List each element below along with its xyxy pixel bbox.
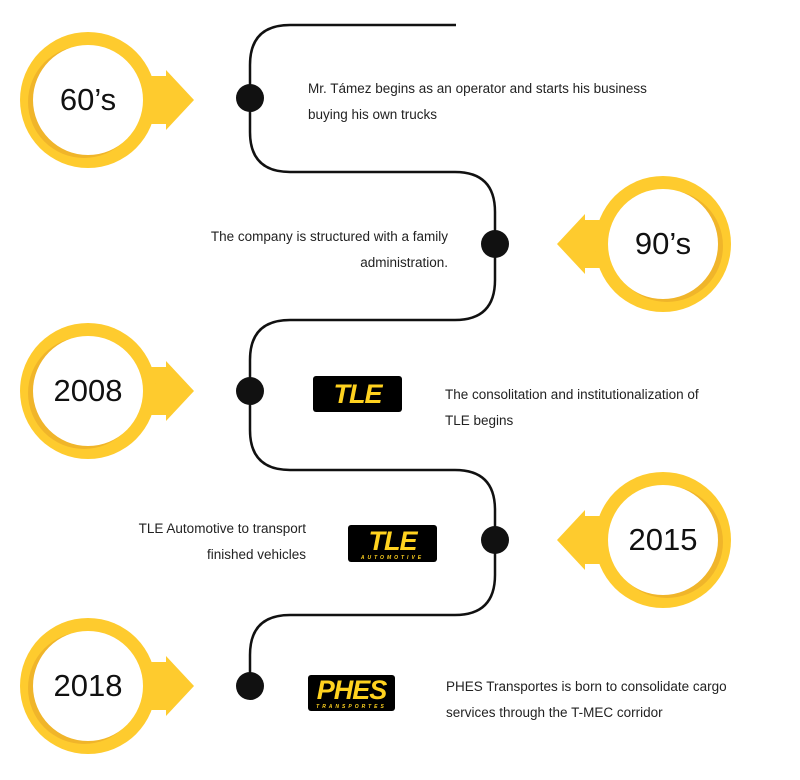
year-ring-inner-0 [33,45,143,155]
milestone-text-2018: PHES Transportes is born to consolidate … [446,679,727,720]
year-ring-inner-2 [33,336,143,446]
year-label-2018: 2018 [53,668,123,703]
timeline-dot-4 [236,672,264,700]
milestone-text-60s: Mr. Támez begins as an operator and star… [308,81,647,122]
year-ring-inner-1 [608,189,718,299]
timeline-dot-0 [236,84,264,112]
timeline-dot-2 [236,377,264,405]
tle-logo: TLE [313,376,402,412]
milestone-text-2008: The consolitation and institutionalizati… [445,387,699,428]
year-ring-inner-4 [33,631,143,741]
arrow-pointer-4 [143,656,194,716]
milestone-text-90s: The company is structured with a family … [210,229,448,270]
arrow-pointer-0 [143,70,194,130]
timeline-dot-3 [481,526,509,554]
year-label-60s: 60’s [59,82,117,117]
timeline-path [248,23,497,686]
arrow-pointer-1 [557,214,608,274]
year-label-2015: 2015 [628,522,698,557]
year-label-2008: 2008 [53,373,123,408]
milestone-text-2015: TLE Automotive to transport finished veh… [138,521,306,562]
year-label-90s: 90’s [634,226,692,261]
arrow-pointer-3 [557,510,608,570]
arrow-pointer-2 [143,361,194,421]
timeline-dot-1 [481,230,509,258]
year-ring-inner-3 [608,485,718,595]
